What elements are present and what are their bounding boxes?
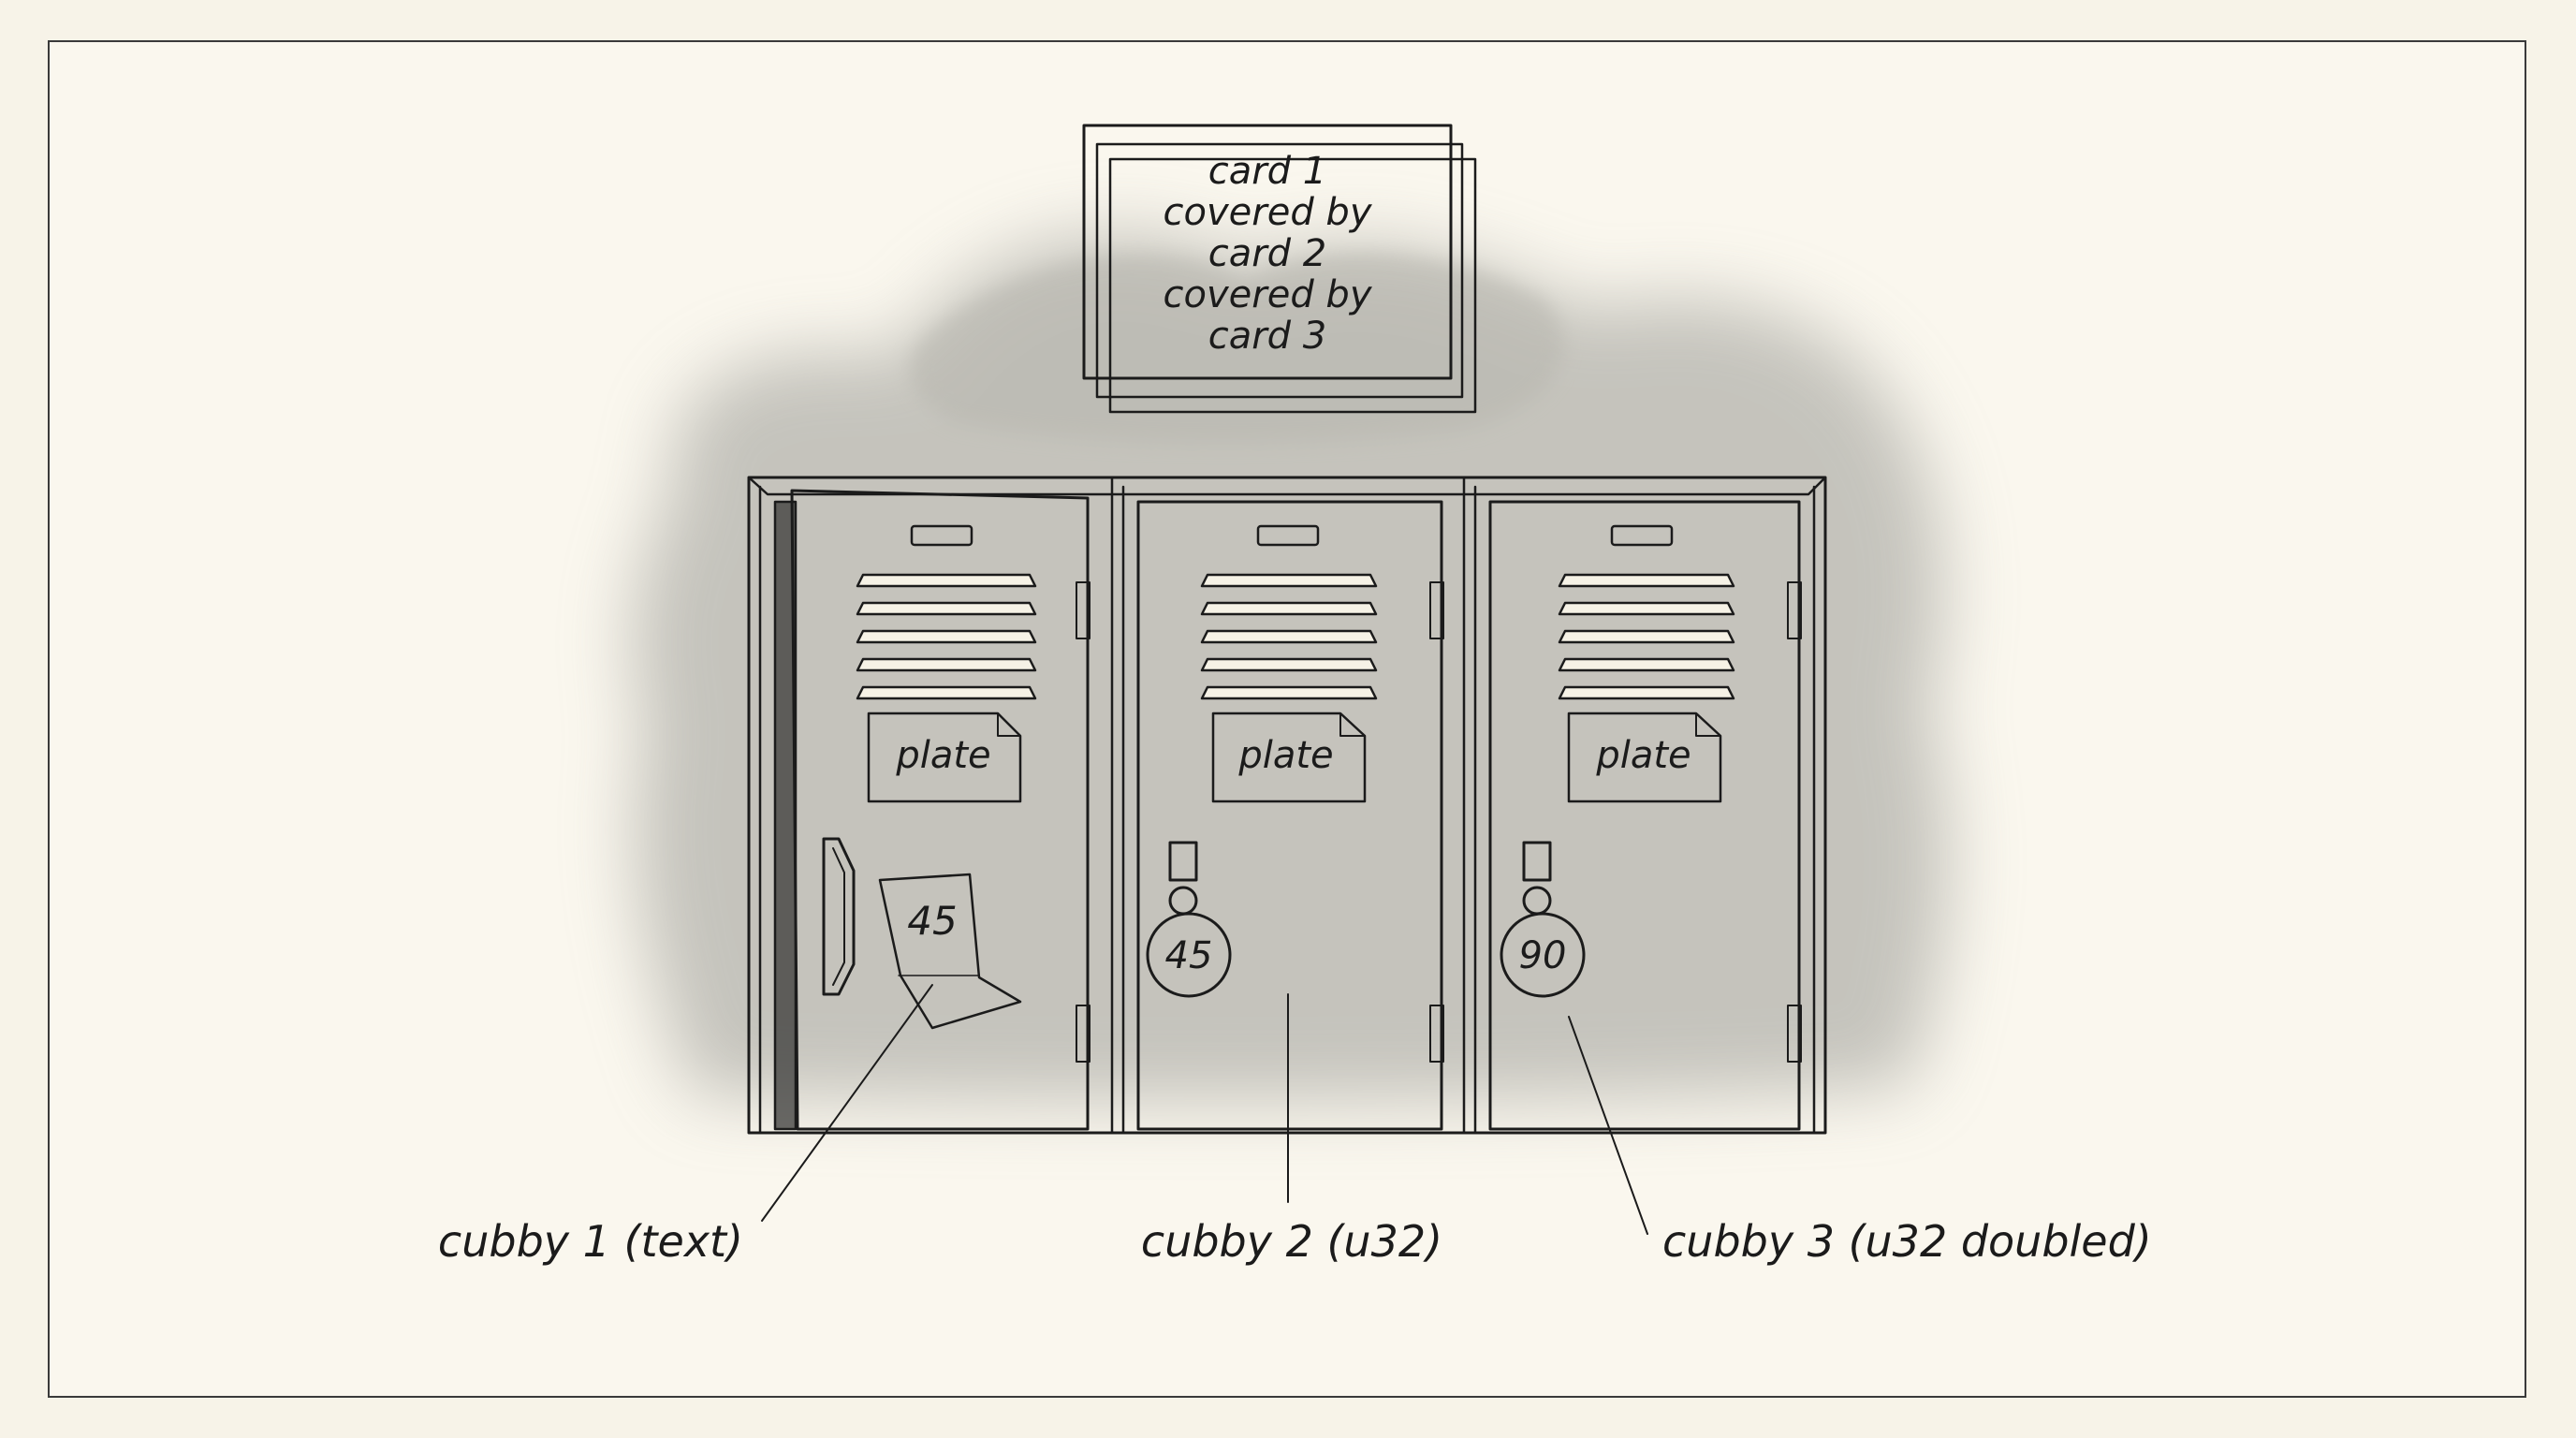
locker-2-hinge-bottom bbox=[1429, 1005, 1444, 1063]
locker-1-plate: plate bbox=[867, 712, 1022, 803]
leader-line-cubby-3 bbox=[1568, 1016, 1648, 1235]
locker-3-hinge-bottom bbox=[1787, 1005, 1802, 1063]
locker-2: plate 45 bbox=[1136, 500, 1444, 1131]
card-1 bbox=[1082, 124, 1453, 380]
locker-3-padlock: 90 bbox=[1500, 841, 1586, 998]
locker-1: plate 45 bbox=[773, 489, 1090, 1131]
locker-3-tag-value: 90 bbox=[1519, 934, 1567, 977]
locker-1-paper-note: 45 bbox=[878, 873, 1022, 1030]
leader-line-cubby-1 bbox=[761, 984, 933, 1222]
locker-2-plate: plate bbox=[1211, 712, 1367, 803]
card-line-5: card 3 bbox=[1208, 315, 1327, 358]
card-line-3: card 2 bbox=[1208, 232, 1327, 275]
locker-2-hinge-top bbox=[1429, 581, 1444, 639]
card-line-4: covered by bbox=[1164, 273, 1373, 316]
locker-1-louvers bbox=[856, 573, 1037, 700]
card-line-2: covered by bbox=[1164, 191, 1373, 234]
locker-2-padlock: 45 bbox=[1146, 841, 1232, 998]
card-stack: card 1 covered by card 2 covered by card… bbox=[1082, 124, 1477, 414]
caption-cubby-3: cubby 3 (u32 doubled) bbox=[1662, 1216, 2152, 1267]
locker-1-handle bbox=[822, 837, 856, 996]
locker-3-plate-label: plate bbox=[1595, 734, 1690, 777]
locker-1-note-value: 45 bbox=[907, 898, 957, 944]
card-2 bbox=[1095, 142, 1464, 399]
locker-3-plate: plate bbox=[1567, 712, 1722, 803]
locker-1-hinge-bottom bbox=[1076, 1005, 1090, 1063]
card-3 bbox=[1108, 157, 1477, 414]
caption-cubby-2: cubby 2 (u32) bbox=[1141, 1216, 1442, 1267]
card-line-1: card 1 bbox=[1208, 150, 1327, 193]
caption-cubby-1: cubby 1 (text) bbox=[438, 1216, 743, 1267]
locker-2-tag-value: 45 bbox=[1165, 934, 1213, 977]
locker-2-louvers bbox=[1200, 573, 1378, 700]
locker-3: plate 90 bbox=[1488, 500, 1802, 1131]
locker-2-vent-slot bbox=[1256, 524, 1320, 547]
locker-3-louvers bbox=[1558, 573, 1735, 700]
locker-3-hinge-top bbox=[1787, 581, 1802, 639]
locker-2-plate-label: plate bbox=[1237, 734, 1333, 777]
locker-1-vent-slot bbox=[910, 524, 973, 547]
locker-3-vent-slot bbox=[1610, 524, 1674, 547]
locker-1-hinge-top bbox=[1076, 581, 1090, 639]
locker-cabinet bbox=[747, 476, 1827, 1135]
locker-1-plate-label: plate bbox=[895, 734, 990, 777]
leader-lines bbox=[761, 984, 1648, 1235]
